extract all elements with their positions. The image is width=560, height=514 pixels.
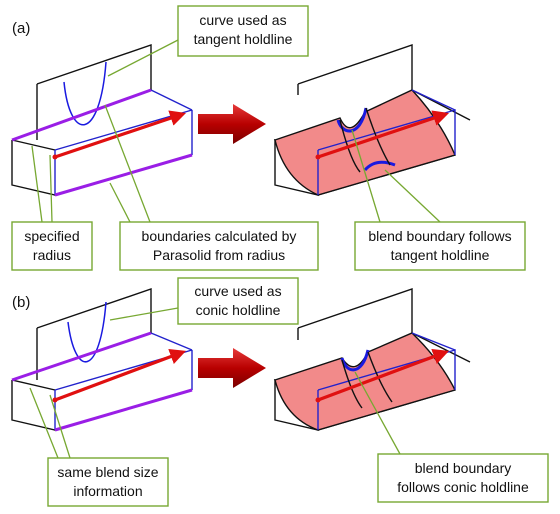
svg-text:blend boundary follows: blend boundary follows [368, 228, 511, 244]
callout-a-radius: specified radius [11, 145, 93, 271]
callout-b-result: blend boundary follows conic holdline [354, 371, 549, 503]
lower-boundary-line [54, 153, 193, 197]
svg-text:tangent holdline: tangent holdline [194, 31, 293, 47]
blend-boundary-a [336, 107, 368, 133]
svg-text:conic holdline: conic holdline [196, 302, 281, 318]
transition-arrow-b [198, 348, 266, 388]
svg-text:specified: specified [24, 228, 79, 244]
svg-text:radius: radius [33, 247, 71, 263]
svg-text:same blend size: same blend size [57, 464, 158, 480]
panel-a-after-model [273, 44, 471, 197]
svg-text:information: information [73, 483, 142, 499]
transition-arrow-a [198, 104, 266, 144]
panel-b-label: (b) [12, 294, 30, 311]
svg-text:curve used as: curve used as [199, 12, 286, 28]
panel-b: (b) [11, 277, 549, 507]
conic-holdline-curve [67, 301, 107, 363]
callout-b-holdline: curve used as conic holdline [109, 277, 299, 325]
svg-text:curve used as: curve used as [194, 283, 281, 299]
callout-a-holdline: curve used as tangent holdline [107, 5, 309, 77]
panel-a-label: (a) [12, 20, 30, 37]
panel-b-before-model [11, 288, 193, 432]
blend-boundary-b [340, 349, 370, 372]
svg-text:boundaries calculated by: boundaries calculated by [142, 228, 297, 244]
callout-b-size: same blend size information [29, 387, 169, 507]
svg-text:tangent holdline: tangent holdline [391, 247, 490, 263]
panel-a: (a) [11, 5, 526, 271]
upper-boundary-line-b [11, 331, 152, 382]
svg-text:Parasolid from radius: Parasolid from radius [153, 247, 285, 263]
svg-text:blend boundary: blend boundary [415, 460, 512, 476]
blend-direction-arrow [54, 110, 187, 159]
svg-text:follows conic holdline: follows conic holdline [397, 479, 529, 495]
tangent-holdline-curve [63, 61, 107, 126]
callout-a-result: blend boundary follows tangent holdline [351, 129, 526, 271]
upper-boundary-line [11, 88, 152, 142]
panel-b-after-model [273, 288, 471, 432]
lower-boundary-line-b [54, 388, 193, 432]
panel-a-before-model [11, 44, 193, 197]
callout-a-boundaries: boundaries calculated by Parasolid from … [104, 104, 319, 271]
